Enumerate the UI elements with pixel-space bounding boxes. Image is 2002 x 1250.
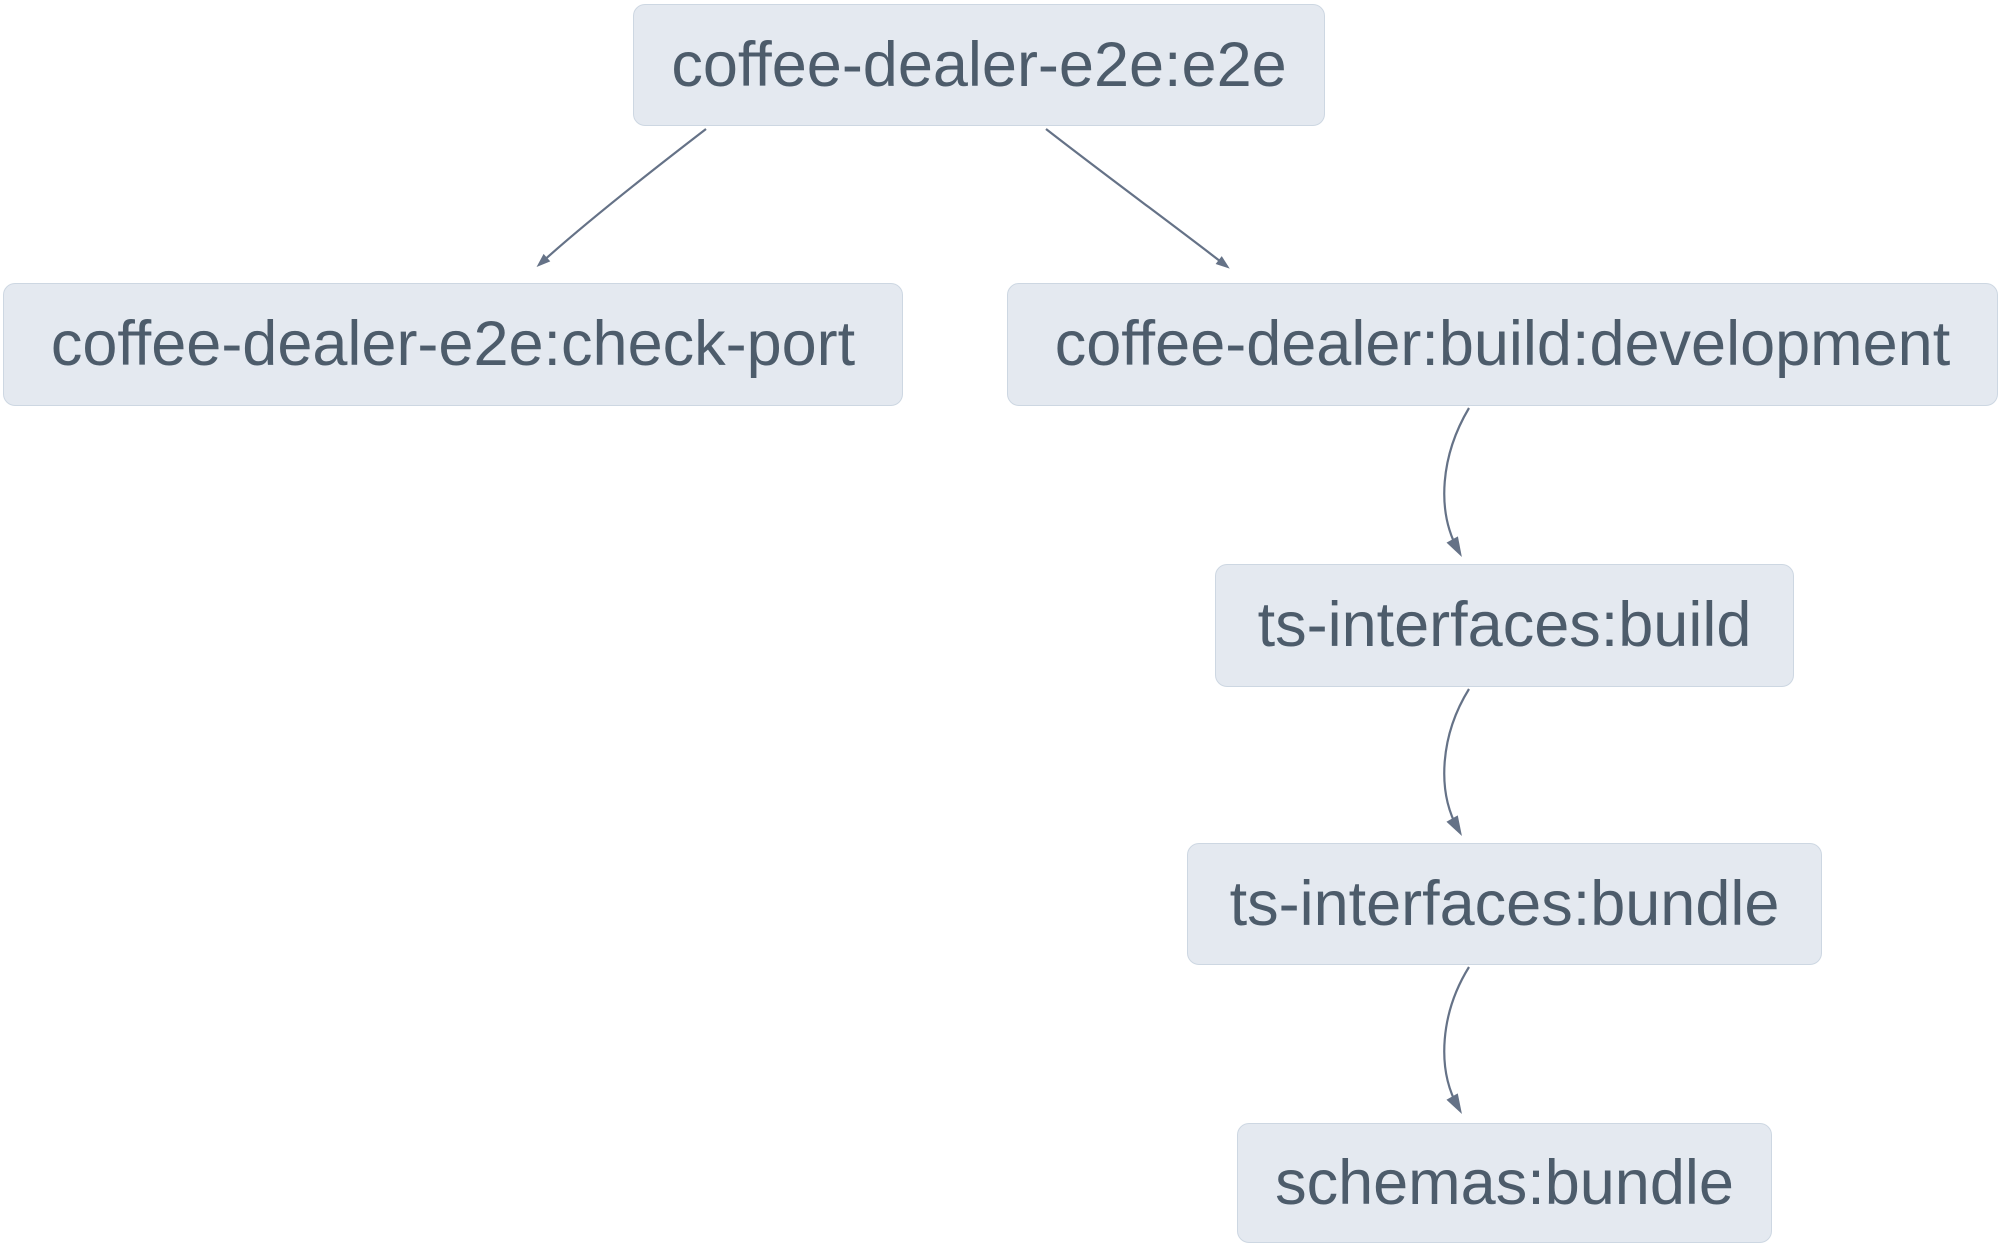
edge-ts-interfaces-bundle-to-schemas-bundle bbox=[1443, 966, 1470, 1114]
edge-ts-interfaces-build-to-bundle bbox=[1443, 688, 1470, 836]
task-node-ts-interfaces-build[interactable]: ts-interfaces:build bbox=[1215, 564, 1794, 687]
task-node-coffee-dealer-e2e-check-port[interactable]: coffee-dealer-e2e:check-port bbox=[3, 283, 903, 406]
task-node-ts-interfaces-bundle[interactable]: ts-interfaces:bundle bbox=[1187, 843, 1822, 965]
task-node-schemas-bundle[interactable]: schemas:bundle bbox=[1237, 1123, 1772, 1243]
task-node-label: coffee-dealer:build:development bbox=[1054, 309, 1951, 379]
task-node-label: schemas:bundle bbox=[1275, 1147, 1734, 1218]
task-node-label: ts-interfaces:build bbox=[1257, 590, 1752, 660]
task-node-label: coffee-dealer-e2e:e2e bbox=[671, 29, 1287, 100]
edge-e2e-to-build-development bbox=[1045, 128, 1230, 269]
edge-e2e-to-check-port bbox=[536, 128, 707, 268]
task-node-coffee-dealer-e2e-e2e[interactable]: coffee-dealer-e2e:e2e bbox=[633, 4, 1325, 126]
task-node-label: ts-interfaces:bundle bbox=[1229, 868, 1780, 939]
task-node-label: coffee-dealer-e2e:check-port bbox=[50, 309, 856, 379]
task-node-coffee-dealer-build-development[interactable]: coffee-dealer:build:development bbox=[1007, 283, 1998, 406]
edge-build-development-to-ts-interfaces-build bbox=[1443, 407, 1470, 558]
